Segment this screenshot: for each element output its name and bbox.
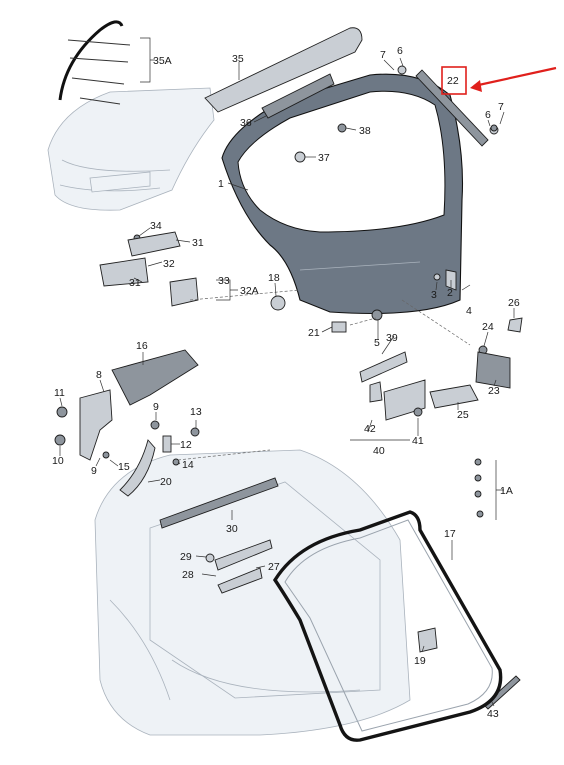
dashed-leaders: [177, 289, 471, 461]
label-35: 35: [232, 53, 244, 65]
label-16: 16: [136, 340, 148, 352]
label-32: 32: [163, 258, 175, 270]
label-19: 19: [414, 655, 426, 667]
label-9b: 9: [91, 465, 97, 477]
label-24: 24: [482, 321, 494, 333]
label-12: 12: [180, 439, 192, 451]
label-37: 37: [318, 152, 330, 164]
label-4: 4: [466, 305, 472, 317]
vehicle-body-upper-ghost: [47, 87, 215, 211]
label-32a: 32A: [240, 285, 259, 297]
leader-lines: [59, 37, 515, 707]
label-21: 21: [308, 327, 320, 339]
label-15: 15: [118, 461, 130, 473]
label-3: 3: [431, 289, 437, 301]
label-27: 27: [268, 561, 280, 573]
label-5: 5: [374, 337, 380, 349]
label-28: 28: [182, 569, 194, 581]
highlight-callout: [441, 66, 557, 95]
label-39: 39: [386, 332, 398, 344]
label-36: 36: [240, 117, 252, 129]
label-35a: 35A: [153, 55, 172, 67]
part-labels: 35A 35 36 7 6 22 6 7 38 37 1 34 31 32 31…: [52, 45, 520, 720]
label-31b: 31: [129, 277, 141, 289]
label-14: 14: [182, 459, 194, 471]
spoiler: [204, 27, 363, 119]
label-31a: 31: [192, 237, 204, 249]
label-13: 13: [190, 406, 202, 418]
label-25: 25: [457, 409, 469, 421]
label-23: 23: [488, 385, 500, 397]
label-20: 20: [160, 476, 172, 488]
label-8: 8: [96, 369, 102, 381]
wiring-harness: [58, 20, 131, 105]
label-17: 17: [444, 528, 456, 540]
label-22: 22: [447, 75, 459, 87]
tailgate-lid: [221, 73, 464, 315]
label-6b: 6: [485, 109, 491, 121]
label-30: 30: [226, 523, 238, 535]
label-41: 41: [412, 435, 424, 447]
label-43: 43: [487, 708, 499, 720]
label-7b: 7: [498, 101, 504, 113]
label-9a: 9: [153, 401, 159, 413]
label-42: 42: [364, 423, 376, 435]
label-33: 33: [218, 275, 230, 287]
label-29: 29: [180, 551, 192, 563]
label-26: 26: [508, 297, 520, 309]
label-6a: 6: [397, 45, 403, 57]
gas-strut: [397, 65, 499, 147]
label-34: 34: [150, 220, 162, 232]
label-1: 1: [218, 178, 224, 190]
label-18: 18: [268, 272, 280, 284]
label-40: 40: [373, 445, 385, 457]
label-1a: 1A: [500, 485, 513, 497]
small-parts: [54, 123, 523, 710]
label-38: 38: [359, 125, 371, 137]
label-11: 11: [54, 387, 65, 399]
door-seal: [272, 510, 503, 742]
label-7a: 7: [380, 49, 386, 61]
label-10: 10: [52, 455, 64, 467]
label-2: 2: [447, 287, 453, 299]
